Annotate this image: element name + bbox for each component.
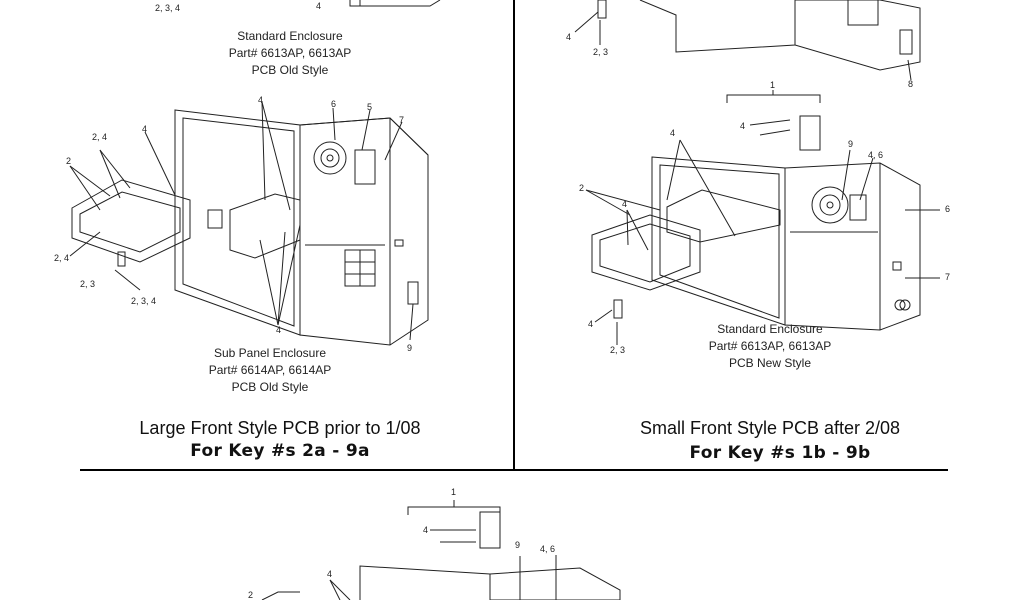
sub-panel-enclosure-caption: Sub Panel Enclosure Part# 6614AP, 6614AP…	[160, 345, 380, 396]
caption-line-style: PCB New Style	[728, 356, 812, 370]
callout-label: 5	[367, 102, 373, 112]
callout-label: 4	[423, 525, 429, 535]
standard-enclosure-caption: Standard Enclosure Part# 6613AP, 6613AP …	[180, 28, 400, 79]
key-range-label-b: For Key #s 1b - 9b	[689, 443, 871, 463]
sub-panel-enclosure-drawing	[70, 102, 428, 345]
bottom-enclosure-fragment	[262, 500, 620, 600]
callout-label: 9	[848, 139, 854, 149]
callout-label: 2	[66, 156, 72, 166]
callout-label: 6	[331, 99, 337, 109]
callout-label: 2, 3	[80, 279, 96, 289]
callout-label: 2, 3	[593, 47, 609, 57]
callout-label: 4	[258, 95, 264, 105]
callout-label: 6	[945, 204, 951, 214]
callout-label: 4	[316, 1, 322, 11]
callout-label: 2, 3, 4	[131, 296, 157, 306]
callout-label: 4	[588, 319, 594, 329]
callout-label: 4	[566, 32, 572, 42]
callout-label: 4	[622, 199, 628, 209]
callout-label: 2, 4	[54, 253, 70, 263]
caption-line-part: Part# 6613AP, 6613AP	[708, 339, 832, 353]
callout-label: 4	[276, 325, 282, 335]
standard-enclosure-new-caption: Standard Enclosure Part# 6613AP, 6613AP …	[660, 321, 880, 372]
callout-label: 2	[579, 183, 585, 193]
horizontal-divider	[80, 469, 948, 471]
small-front-style-heading: Small Front Style PCB after 2/08	[639, 418, 901, 438]
callout-label: 1	[770, 80, 776, 90]
callout-label: 4	[740, 121, 746, 131]
caption-line-title: Standard Enclosure	[717, 322, 823, 336]
caption-line-part: Part# 6613AP, 6613AP	[228, 46, 352, 60]
key-range-label-a: For Key #s 2a - 9a	[190, 441, 370, 461]
callout-label: 1	[451, 487, 457, 497]
caption-line-style: PCB Old Style	[251, 63, 329, 77]
callout-label: 4	[327, 569, 333, 579]
callout-label: 9	[407, 343, 413, 353]
callout-label: 4	[142, 124, 148, 134]
callout-label: 2, 4	[92, 132, 108, 142]
callout-label: 9	[515, 540, 521, 550]
vertical-divider	[513, 0, 515, 470]
caption-line-style: PCB Old Style	[231, 380, 309, 394]
callout-label: 4	[670, 128, 676, 138]
standard-enclosure-new-style-drawing	[586, 90, 940, 345]
callout-label: 8	[908, 79, 914, 89]
callout-label: 2, 3, 4	[155, 3, 181, 13]
callout-label: 7	[399, 115, 405, 125]
caption-line-title: Sub Panel Enclosure	[213, 346, 327, 360]
large-front-style-heading: Large Front Style PCB prior to 1/08	[139, 418, 421, 438]
top-right-enclosure-fragment	[575, 0, 920, 80]
callout-label: 4, 6	[868, 150, 884, 160]
callout-label: 4, 6	[540, 544, 556, 554]
caption-line-title: Standard Enclosure	[237, 29, 343, 43]
callout-label: 7	[945, 272, 951, 282]
caption-line-part: Part# 6614AP, 6614AP	[208, 363, 332, 377]
callout-label: 2	[248, 590, 254, 600]
top-left-enclosure-fragment	[350, 0, 440, 6]
callout-label: 2, 3	[610, 345, 626, 355]
